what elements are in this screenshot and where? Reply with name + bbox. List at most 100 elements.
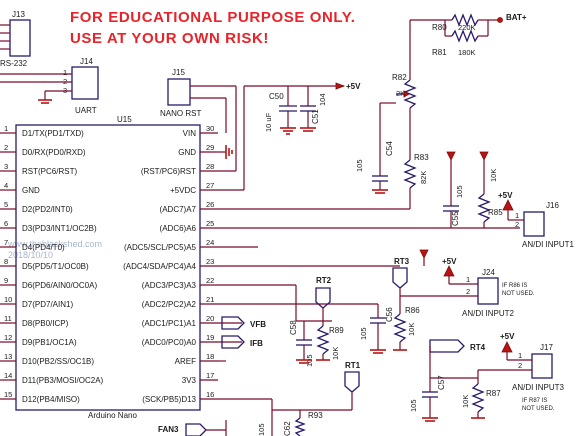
mcu-pin-number: 16 <box>206 390 214 399</box>
resistor-r85: 10K R85 <box>477 160 503 228</box>
capacitor-c57: C57 105 <box>409 375 478 422</box>
svg-text:2: 2 <box>515 220 519 229</box>
svg-text:R86: R86 <box>405 306 420 315</box>
net-5v-top: +5V <box>335 82 361 91</box>
mcu-pin-label: (ADC4/SDA/PC4)A4 <box>123 262 196 271</box>
j13-ref: J13 <box>12 10 25 19</box>
mcu-pin-label: D7(PD7/AIN1) <box>22 300 73 309</box>
svg-text:105: 105 <box>409 399 418 412</box>
svg-text:180K: 180K <box>458 48 476 57</box>
svg-text:IFB: IFB <box>250 339 263 348</box>
svg-text:R89: R89 <box>329 326 344 335</box>
svg-text:R83: R83 <box>414 153 429 162</box>
svg-text:2: 2 <box>466 287 470 296</box>
connector-j24: +5V 1 2 J24 IF R86 IS NOT USED. AN/DI IN… <box>400 257 535 318</box>
net-ifb-flag: IFB <box>221 335 263 349</box>
mcu-pin-label: D11(PB3/MOSI/OC2A) <box>22 376 104 385</box>
connector-j15: J15 NANO RST <box>160 68 236 118</box>
svg-text:+5V: +5V <box>346 82 361 91</box>
net-5v-j17: +5V <box>500 332 515 341</box>
mcu-pin-label: (ADC7)A7 <box>160 205 197 214</box>
svg-text:J17: J17 <box>540 343 553 352</box>
watermark-url: www.theblackshed.com <box>7 239 102 249</box>
svg-text:C50: C50 <box>269 92 284 101</box>
svg-text:R85: R85 <box>488 208 503 217</box>
mcu-pin-number: 7 <box>4 238 8 247</box>
mcu-pin-number: 23 <box>206 257 214 266</box>
resistor-r86: R86 10K <box>393 304 420 351</box>
svg-text:C57: C57 <box>437 375 446 390</box>
watermark-date: 2018/10/10 <box>8 250 53 260</box>
ground-flags-a6 <box>446 151 489 161</box>
svg-text:RT2: RT2 <box>316 276 332 285</box>
potentiometer-r82: R82 2K <box>379 48 417 176</box>
j15-ref: J15 <box>172 68 185 77</box>
resistor-r80-r81: R80 220K R81 180K BAT+ <box>409 13 527 57</box>
mcu-pin-label: RST(PC6/RST) <box>22 167 77 176</box>
svg-text:10K: 10K <box>407 323 416 336</box>
svg-text:220K: 220K <box>458 23 476 32</box>
mcu-pin-label: (ADC0/PC0)A0 <box>142 338 197 347</box>
j17-body <box>531 353 553 379</box>
net-5v-j16: +5V <box>498 191 513 200</box>
svg-text:C56: C56 <box>385 307 394 322</box>
j15-body <box>167 78 191 106</box>
capacitor-c51: 104 C51 <box>300 86 327 132</box>
mcu-pin-label: D9(PB1/OC1A) <box>22 338 77 347</box>
j16-body <box>523 211 545 237</box>
mcu-pin-number: 25 <box>206 219 214 228</box>
mcu-pin-number: 10 <box>4 295 12 304</box>
svg-text:104: 104 <box>318 93 327 106</box>
svg-text:NOT USED.: NOT USED. <box>522 406 555 412</box>
mcu-right-pin-group: 30VIN29GND28(RST/PC6)RST27+5VDC26(ADC7)A… <box>123 124 218 404</box>
mcu-pin-number: 29 <box>206 143 214 152</box>
svg-text:R80: R80 <box>432 23 447 32</box>
svg-text:R81: R81 <box>432 48 447 57</box>
mcu-pin-number: 3 <box>4 162 8 171</box>
mcu-pin-number: 18 <box>206 352 214 361</box>
mcu-pin-number: 27 <box>206 181 214 190</box>
mcu-ref: U15 <box>117 115 132 124</box>
mcu-body <box>15 124 201 411</box>
mcu-pin-label: D0/RX(PD0/RXD) <box>22 148 86 157</box>
capacitor-c54: C54 105 <box>355 141 394 194</box>
j17-label: AN/DI INPUT3 <box>512 383 565 392</box>
mcu-pin-label: D1/TX(PD1/TXD) <box>22 129 84 138</box>
capacitor-c55: 105 C55 <box>443 160 464 228</box>
svg-text:10 uF: 10 uF <box>264 112 273 132</box>
resistor-r93: R93 <box>294 410 323 436</box>
mcu-pin-number: 28 <box>206 162 214 171</box>
mcu-pin-number: 24 <box>206 238 214 247</box>
j16-label: AN/DI INPUT1 <box>522 240 575 249</box>
capacitor-c62: C62 105 <box>257 421 292 436</box>
resistor-r89: R89 10K <box>316 321 344 361</box>
mcu-pin-number: 12 <box>4 333 12 342</box>
mcu-pin-label: (ADC2/PC2)A2 <box>142 300 197 309</box>
mcu-pin-label: +5VDC <box>170 186 196 195</box>
capacitor-c50: C50 10 uF <box>264 86 297 135</box>
mcu-pin-label: AREF <box>175 357 196 366</box>
j14-label: UART <box>75 106 97 115</box>
svg-text:R82: R82 <box>392 73 407 82</box>
mcu-pin-label: GND <box>178 148 196 157</box>
svg-text:RT3: RT3 <box>394 257 410 266</box>
mcu-pin-label: D5(PD5/T1/OC0B) <box>22 262 89 271</box>
j13-body <box>9 19 31 57</box>
svg-text:C54: C54 <box>385 141 394 156</box>
svg-text:105: 105 <box>355 159 364 172</box>
svg-text:10K: 10K <box>489 169 498 182</box>
mcu-pin-label: (ADC5/SCL/PC5)A5 <box>124 243 197 252</box>
mcu-pin-number: 4 <box>4 181 8 190</box>
svg-text:2: 2 <box>518 361 522 370</box>
net-5v-j24: +5V <box>442 257 457 266</box>
svg-text:R87: R87 <box>486 389 501 398</box>
j13-label: RS-232 <box>0 59 28 68</box>
mcu-pin-number: 13 <box>4 352 12 361</box>
connector-j14: J14 1 2 3 UART <box>0 57 99 115</box>
mcu-pin-number: 26 <box>206 200 214 209</box>
mcu-pin-number: 1 <box>4 124 8 133</box>
connector-j16: +5V 1 2 J16 AN/DI INPUT1 <box>498 191 575 249</box>
mcu-pin-number: 21 <box>206 295 214 304</box>
j24-body <box>477 277 499 305</box>
